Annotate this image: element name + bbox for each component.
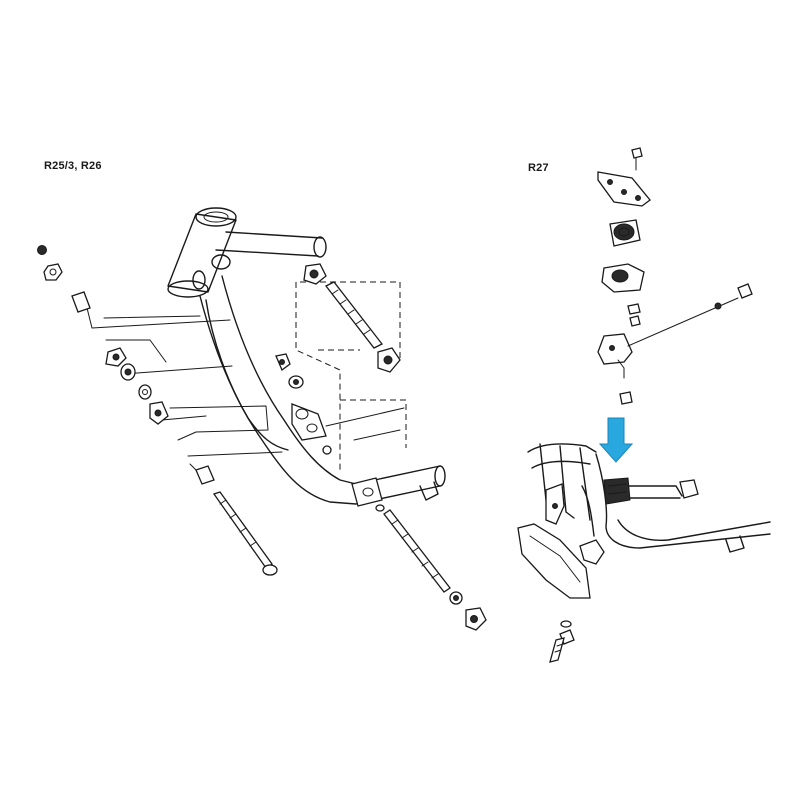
frame-tubes-right	[527, 443, 771, 553]
model-label-r27: R27	[528, 162, 549, 174]
small-bushings	[627, 303, 641, 327]
bottom-bolt	[549, 620, 575, 663]
lower-bolt	[619, 391, 633, 405]
lower-mount-bracket	[597, 283, 753, 379]
installed-damper	[603, 477, 631, 505]
long-bolt-left	[195, 465, 278, 576]
down-tube	[199, 275, 357, 505]
side-plate	[517, 523, 605, 599]
long-bolt-right	[375, 504, 487, 631]
washer	[43, 263, 63, 281]
mount-bracket	[601, 263, 645, 293]
steering-head-tube	[167, 207, 237, 298]
side-bracket	[545, 483, 565, 525]
cradle-clamp	[351, 477, 383, 507]
washer	[138, 384, 152, 400]
upper-engine-stud	[303, 263, 401, 373]
top-bolt	[631, 147, 643, 171]
top-left-fastener-stack	[37, 245, 91, 313]
middle-left-fastener-stack	[105, 347, 169, 425]
frame-lug	[192, 270, 206, 290]
assembly-guide-lines	[85, 303, 405, 479]
model-label-r25-r26: R25/3, R26	[44, 160, 102, 172]
rubber-damper	[609, 219, 641, 247]
nut	[37, 245, 47, 255]
center-bracket	[291, 403, 332, 455]
right-mount-assembly	[517, 147, 771, 663]
spacer-sleeve	[71, 291, 91, 313]
frame-lug	[211, 254, 231, 270]
left-frame-assembly	[37, 207, 487, 631]
top-tube	[215, 231, 327, 258]
upper-mount-plate	[597, 171, 651, 207]
down-arrow-icon	[598, 417, 634, 463]
middle-studs	[275, 353, 304, 389]
